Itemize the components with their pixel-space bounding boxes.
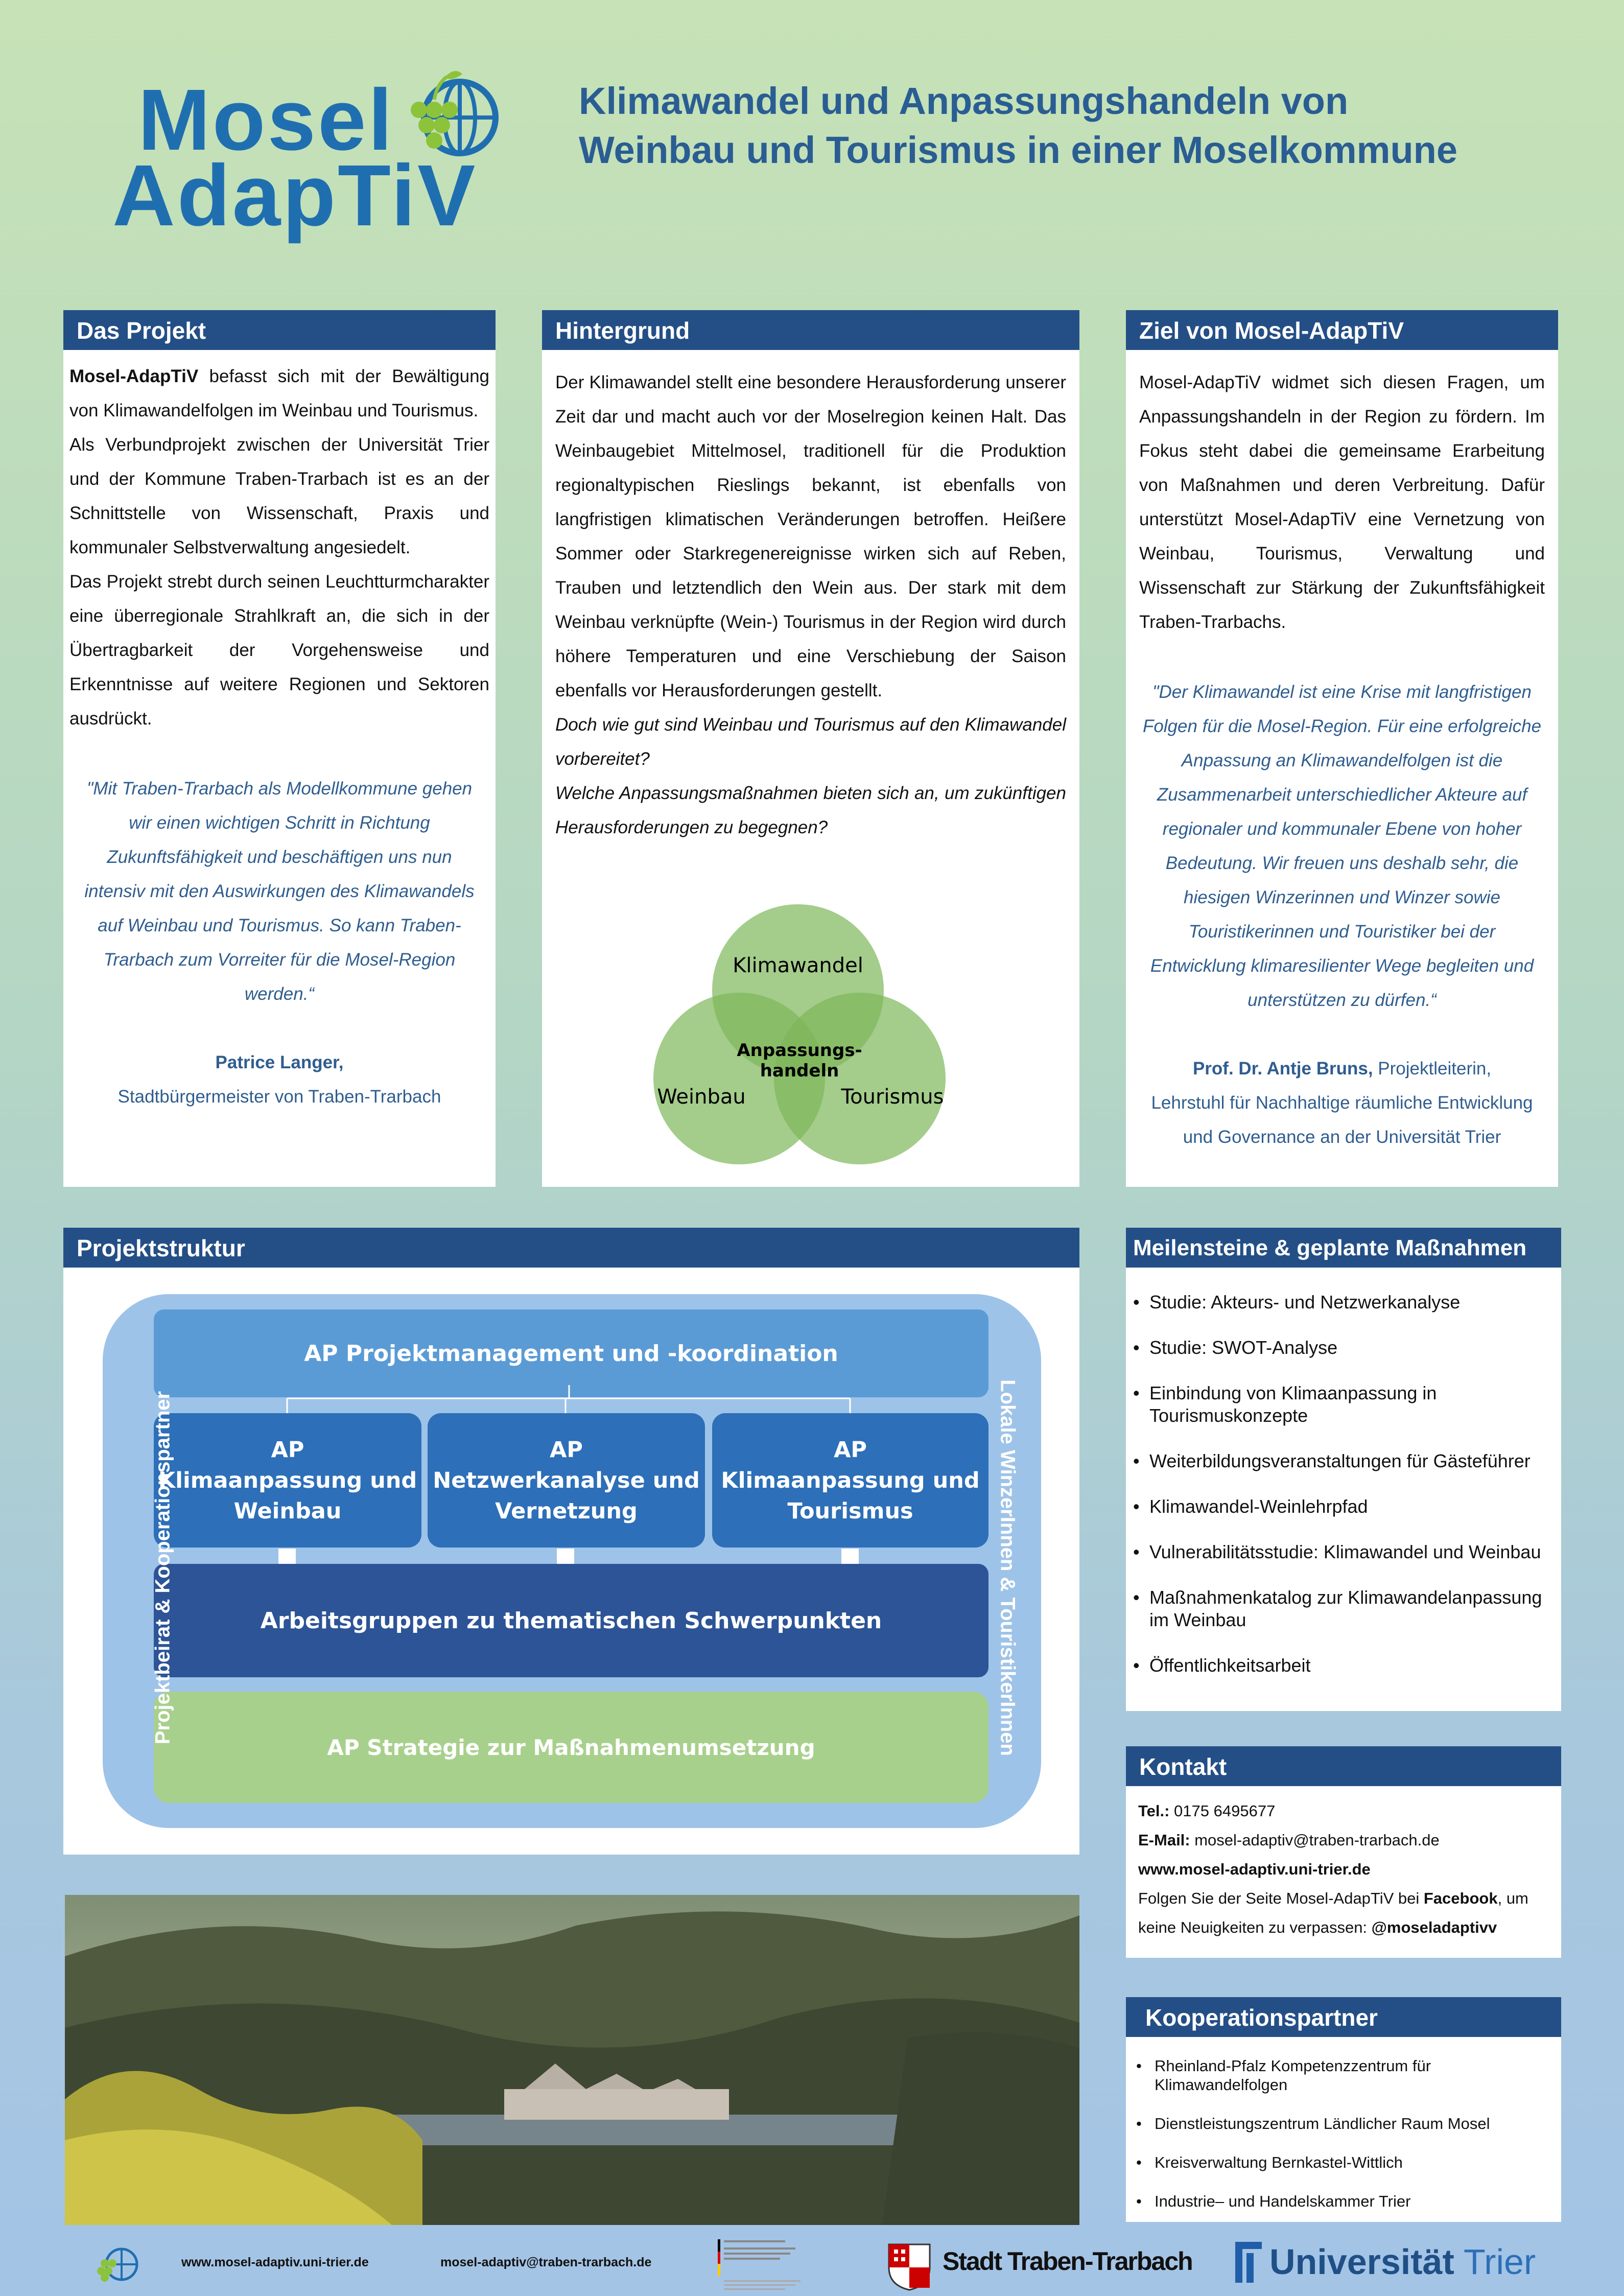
ap2-line-2: Netzwerkanalyse und (433, 1467, 700, 1493)
panel-meilensteine-heading: Meilensteine & geplante Maßnahmen (1126, 1228, 1561, 1268)
panel-ziel: Ziel von Mosel-AdapTiV Mosel-AdapTiV wid… (1126, 310, 1558, 1187)
ap-projektmanagement: AP Projektmanagement und -koordination (154, 1309, 988, 1397)
grape-globe-icon (411, 71, 499, 156)
panel-projekt: Das Projekt Mosel-AdapTiV befasst sich m… (63, 310, 496, 1187)
projekt-p3: Das Projekt strebt durch seinen Leuchttu… (69, 572, 489, 729)
landscape-photo (65, 1895, 1079, 2225)
kontakt-email-label: E-Mail: (1138, 1831, 1190, 1849)
projekt-text: Mosel-AdapTiV befasst sich mit der Bewäl… (69, 359, 489, 736)
kontakt-handle[interactable]: @moseladaptivv (1371, 1918, 1497, 1936)
list-item: Rheinland-Pfalz Kompetenzzentrum für Kli… (1126, 2056, 1551, 2094)
list-item: Dienstleistungszentrum Ländlicher Raum M… (1126, 2114, 1551, 2133)
venn-label-weinbau: Weinbau (657, 1085, 746, 1109)
projekt-lead-rest: befasst sich mit der Bewältigung von Kli… (69, 366, 489, 420)
ziel-author-role-2: Lehrstuhl für Nachhaltige räumliche Entw… (1151, 1093, 1533, 1147)
ap1-line-3: Weinbau (233, 1498, 342, 1524)
coat-of-arms-icon (888, 2243, 931, 2291)
footer-university-text: Universität Trier (1269, 2241, 1536, 2282)
list-item: Einbindung von Klimaanpassung in Tourism… (1131, 1382, 1551, 1427)
footer-university-word: Universität (1269, 2242, 1454, 2282)
ziel-author-name: Prof. Dr. Antje Bruns, (1192, 1059, 1373, 1079)
label-lokale-winzer: Lokale WinzerInnen & TouristikerInnen (996, 1379, 1019, 1756)
grape-globe-icon (97, 2247, 138, 2282)
panel-ziel-heading: Ziel von Mosel-AdapTiV (1126, 310, 1558, 350)
panel-projekt-heading: Das Projekt (63, 310, 496, 350)
ap-klimaanpassung-tourismus: AP Klimaanpassung und Tourismus (712, 1413, 988, 1548)
list-item: Vulnerabilitätsstudie: Klimawandel und W… (1131, 1541, 1551, 1563)
panel-kontakt-heading: Kontakt (1126, 1746, 1561, 1786)
venn-label-tourismus: Tourismus (840, 1085, 944, 1109)
panel-projektstruktur: Projektstruktur AP Projektmanagement und… (63, 1228, 1079, 1855)
university-logo-icon (1235, 2242, 1262, 2283)
kontakt-follow-2: , um keine Neuigkeiten zu verpassen: (1138, 1889, 1528, 1936)
ap1-line-2: Klimaanpassung und (158, 1467, 417, 1493)
logo: Mosel AdapTiV (112, 61, 501, 245)
meilensteine-list: Studie: Akteurs- und Netzwerkanalyse Stu… (1131, 1291, 1551, 1677)
kontakt-facebook: Facebook (1423, 1889, 1498, 1907)
panel-projektstruktur-heading: Projektstruktur (63, 1228, 1079, 1268)
list-item: Studie: SWOT-Analyse (1131, 1337, 1551, 1359)
panel-kontakt: Kontakt Tel.: 0175 6495677 E-Mail: mosel… (1126, 1746, 1561, 1958)
ziel-text: Mosel-AdapTiV widmet sich diesen Fragen,… (1139, 372, 1545, 632)
ap-strategie: AP Strategie zur Maßnahmenumsetzung (154, 1692, 988, 1803)
footer-city-logo-text: Stadt Traben-Trarbach (943, 2247, 1193, 2276)
kontakt-tel: 0175 6495677 (1169, 1802, 1276, 1820)
projekt-author-name: Patrice Langer, (215, 1052, 344, 1072)
venn-label-center-2: handeln (760, 1061, 839, 1081)
panel-kooperation-heading: Kooperationspartner (1126, 1997, 1561, 2037)
panel-hintergrund: Hintergrund Der Klimawandel stellt eine … (542, 310, 1079, 1187)
ap3-line-1: AP (834, 1437, 867, 1463)
logo-line-adaptiv: AdapTiV (112, 147, 478, 244)
panel-meilensteine: Meilensteine & geplante Maßnahmen Studie… (1126, 1228, 1561, 1711)
projekt-quote: "Mit Traben-Trarbach als Modellkommune g… (84, 779, 475, 1004)
venn-label-center-1: Anpassungs- (737, 1040, 862, 1061)
projekt-p2: Als Verbundprojekt zwischen der Universi… (69, 435, 489, 557)
footer-web[interactable]: www.mosel-adaptiv.uni-trier.de (181, 2255, 369, 2269)
hintergrund-question-1: Doch wie gut sind Weinbau und Tourismus … (555, 715, 1066, 769)
panel-kooperation: Kooperationspartner Rheinland-Pfalz Komp… (1126, 1997, 1561, 2222)
ap3-line-2: Klimaanpassung und (721, 1467, 980, 1493)
panel-hintergrund-heading: Hintergrund (542, 310, 1079, 350)
arbeitsgruppen-box: Arbeitsgruppen zu thematischen Schwerpun… (154, 1564, 988, 1677)
list-item: Maßnahmenkatalog zur Klimawandelanpassun… (1131, 1586, 1551, 1631)
hintergrund-question-2: Welche Anpassungsmaßnahmen bieten sich a… (555, 783, 1066, 837)
ap1-line-1: AP (271, 1437, 304, 1463)
ap2-line-1: AP (550, 1437, 583, 1463)
hintergrund-text: Der Klimawandel stellt eine besondere He… (555, 372, 1066, 700)
projekt-author-role: Stadtbürgermeister von Traben-Trarbach (117, 1087, 441, 1107)
list-item: Klimawandel-Weinlehrpfad (1131, 1495, 1551, 1518)
ziel-author-role-1: Projektleiterin, (1373, 1059, 1492, 1079)
ap-netzwerkanalyse: AP Netzwerkanalyse und Vernetzung (428, 1413, 705, 1548)
ap2-line-3: Vernetzung (495, 1498, 638, 1524)
list-item: Studie: Akteurs- und Netzwerkanalyse (1131, 1291, 1551, 1314)
venn-diagram: Klimawandel Weinbau Tourismus Anpassungs… (653, 904, 946, 1164)
list-item: Weiterbildungsveranstaltungen für Gästef… (1131, 1450, 1551, 1472)
kontakt-web[interactable]: www.mosel-adaptiv.uni-trier.de (1138, 1860, 1371, 1878)
kooperation-list: Rheinland-Pfalz Kompetenzzentrum für Kli… (1126, 2056, 1551, 2211)
kontakt-follow-1: Folgen Sie der Seite Mosel-AdapTiV bei (1138, 1889, 1424, 1907)
list-item: Öffentlichkeitsarbeit (1131, 1654, 1551, 1677)
venn-label-klimawandel: Klimawandel (733, 954, 863, 977)
kontakt-tel-label: Tel.: (1138, 1802, 1170, 1820)
ap-klimaanpassung-weinbau: AP Klimaanpassung und Weinbau (154, 1413, 421, 1548)
list-item: Industrie– und Handelskammer Trier (1126, 2192, 1551, 2211)
kontakt-email[interactable]: mosel-adaptiv@traben-trarbach.de (1190, 1831, 1440, 1849)
ap3-line-3: Tourismus (787, 1498, 913, 1524)
logo-line-mosel: Mosel (138, 72, 394, 169)
page-title: Klimawandel und Anpassungshandeln von We… (579, 80, 1458, 171)
landscape-illustration (65, 1911, 1079, 2225)
list-item: Kreisverwaltung Bernkastel-Wittlich (1126, 2153, 1551, 2172)
projekt-lead-bold: Mosel-AdapTiV (69, 366, 199, 386)
ziel-quote: "Der Klimawandel ist eine Krise mit lang… (1142, 682, 1542, 1010)
federal-ministry-logo-icon (718, 2239, 801, 2290)
label-projektbeirat: Projektbeirat & Kooperationspartner (151, 1391, 174, 1745)
footer-university-city: Trier (1454, 2242, 1536, 2282)
footer-email[interactable]: mosel-adaptiv@traben-trarbach.de (440, 2255, 652, 2269)
